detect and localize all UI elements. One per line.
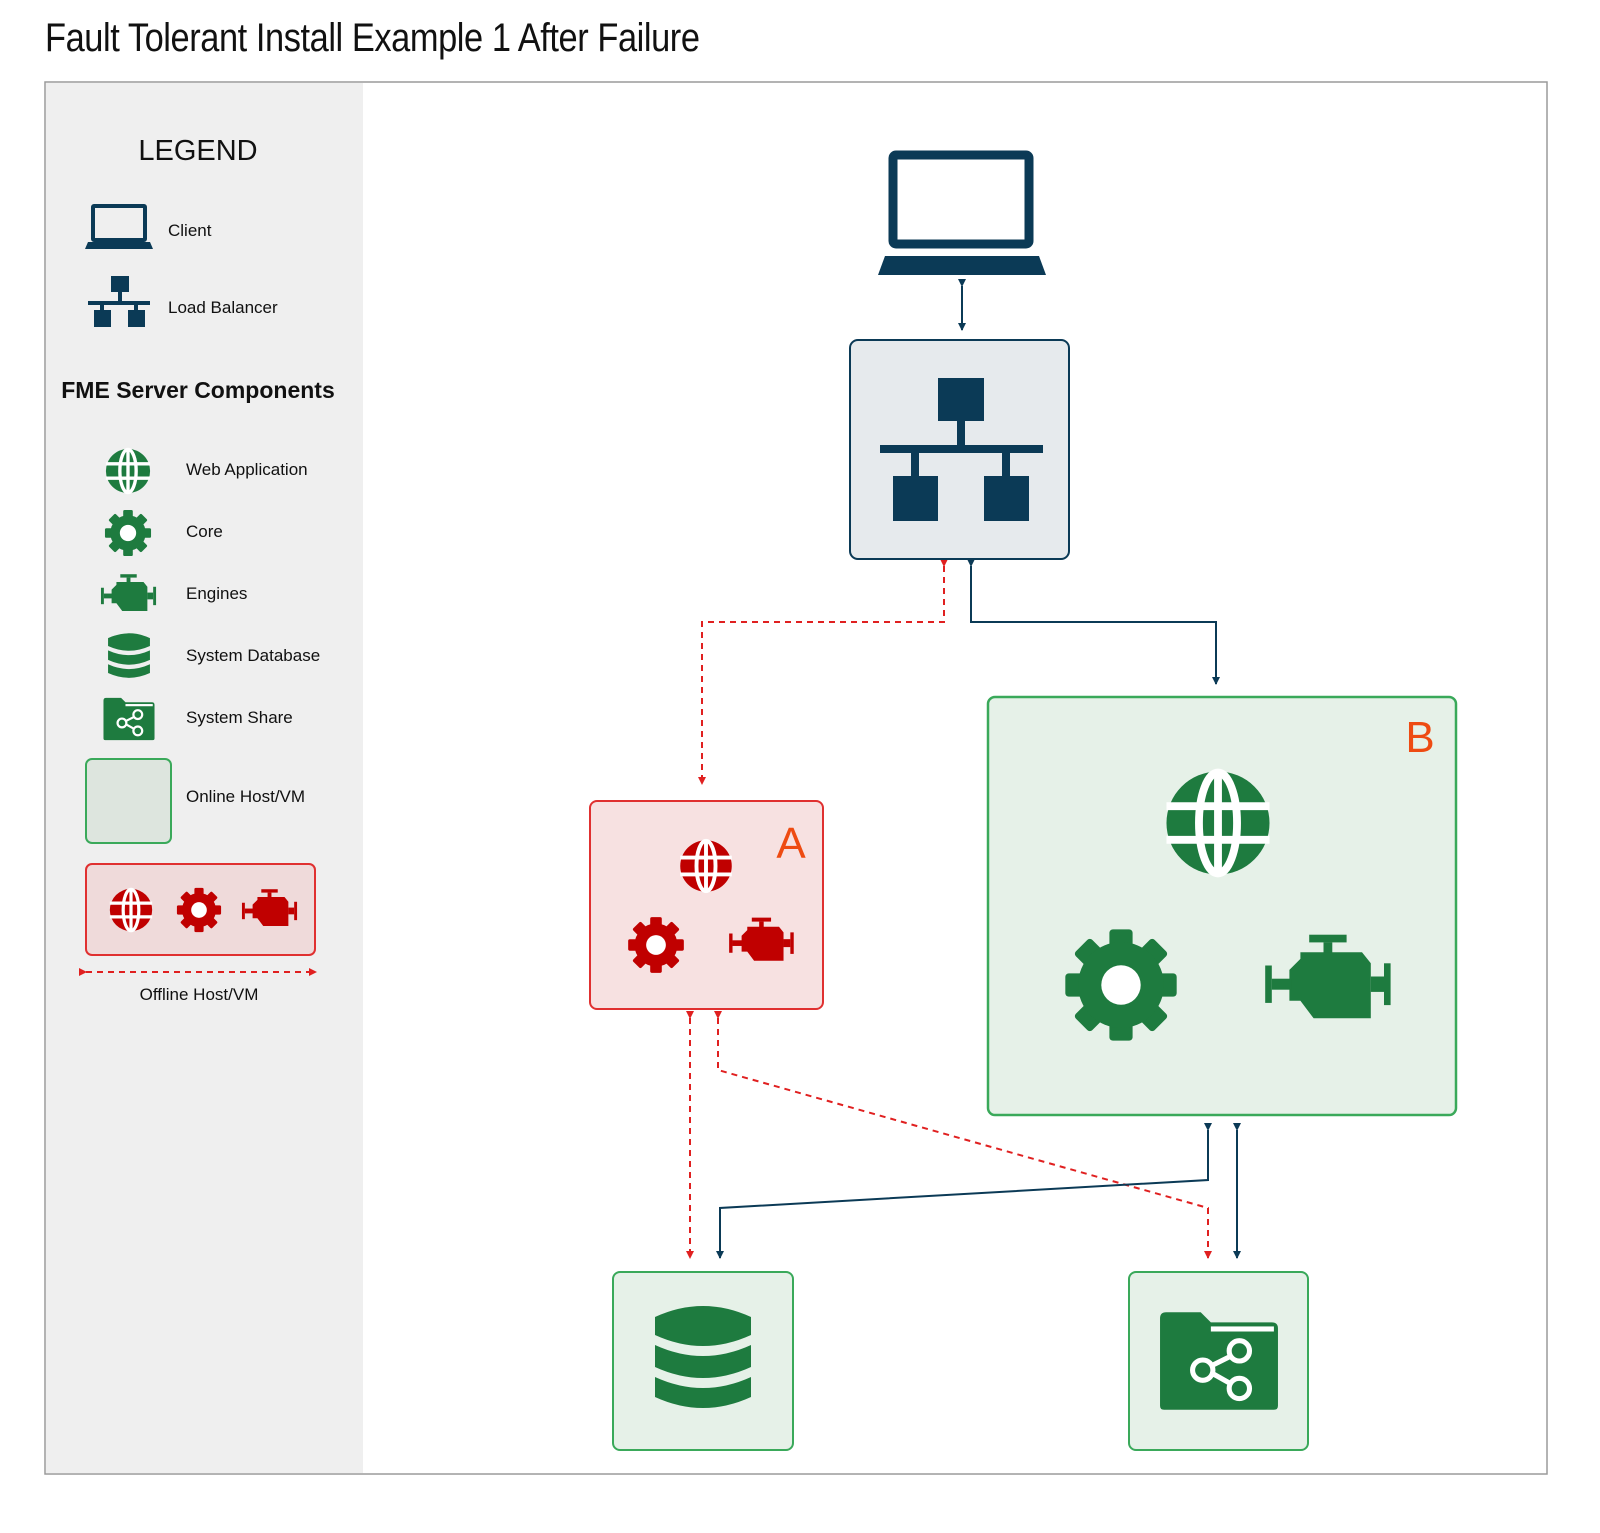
- host-b-globe-icon: [1166, 771, 1269, 874]
- legend-online-host-swatch: [85, 758, 172, 844]
- host-a-gear-icon: [628, 917, 684, 973]
- legend-heading: LEGEND: [138, 135, 257, 167]
- system-database-node: [612, 1271, 794, 1451]
- host-a-offline: A: [589, 800, 824, 1010]
- client-laptop-icon: [878, 150, 1046, 275]
- legend-load-balancer-label: Load Balancer: [168, 298, 278, 317]
- system-database-icon: [655, 1306, 751, 1408]
- lb-to-host-a-dashed-arrow: [698, 559, 948, 785]
- load-balancer-node: [849, 339, 1070, 560]
- host-b-label: B: [1405, 713, 1434, 762]
- legend-web-app-globe-icon: [104, 447, 152, 495]
- host-b-to-db-arrow: [716, 1123, 1212, 1259]
- legend-laptop-icon: [85, 204, 153, 249]
- system-share-folder-icon: [1160, 1312, 1278, 1410]
- legend-offline-gear-icon: [176, 887, 222, 933]
- host-a-label: A: [776, 819, 806, 868]
- legend-engines-label: Engines: [186, 584, 247, 603]
- host-b-gear-icon: [1065, 929, 1177, 1041]
- legend-system-db-label: System Database: [186, 646, 320, 665]
- host-b-online: B: [986, 695, 1458, 1117]
- legend-database-icon: [108, 633, 150, 678]
- system-share-node: [1128, 1271, 1309, 1451]
- legend-web-app-label: Web Application: [186, 460, 308, 479]
- legend-client-label: Client: [168, 221, 212, 240]
- legend-components-heading: FME Server Components: [61, 377, 335, 403]
- legend-load-balancer-icon: [88, 276, 150, 327]
- legend-offline-label: Offline Host/VM: [140, 985, 259, 1004]
- legend-offline-globe-icon: [108, 887, 154, 933]
- legend-share-folder-icon: [102, 697, 156, 741]
- legend: LEGEND Client Load Balancer FME Server C…: [61, 135, 335, 1004]
- connectors: [686, 279, 1241, 1259]
- diagram-title: Fault Tolerant Install Example 1 After F…: [45, 16, 700, 60]
- legend-system-share-label: System Share: [186, 708, 293, 727]
- legend-core-label: Core: [186, 522, 223, 541]
- legend-core-gear-icon: [104, 509, 152, 557]
- lb-to-host-b-arrow: [967, 559, 1220, 685]
- load-balancer-icon: [880, 378, 1043, 521]
- host-a-globe-icon: [678, 838, 734, 894]
- legend-online-label: Online Host/VM: [186, 787, 305, 806]
